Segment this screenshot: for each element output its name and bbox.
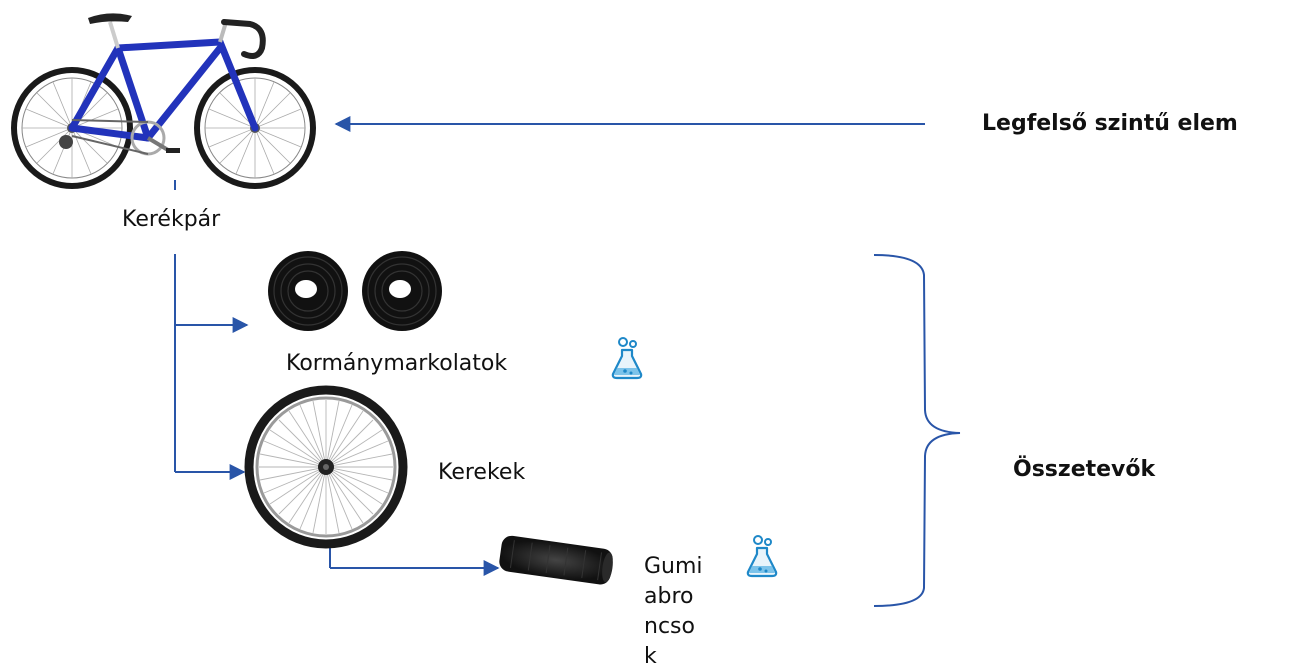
top-level-item-label: Legfelső szintű elem <box>982 111 1238 136</box>
components-label: Összetevők <box>1013 457 1156 482</box>
tires-label: Gumiabroncsok <box>644 554 703 669</box>
flask-icon <box>611 337 643 380</box>
components-brace <box>873 254 961 607</box>
handlebar-grips-label: Kormánymarkolatok <box>286 351 508 376</box>
wheels-label: Kerekek <box>438 460 526 485</box>
wheel-image <box>244 385 408 549</box>
connector-lines <box>174 116 925 576</box>
bicycle-label: Kerékpár <box>122 207 221 232</box>
handlebar-grips-image <box>268 251 442 331</box>
bicycle-image <box>11 13 316 189</box>
flask-icon <box>746 535 778 578</box>
tire-image <box>499 535 613 585</box>
